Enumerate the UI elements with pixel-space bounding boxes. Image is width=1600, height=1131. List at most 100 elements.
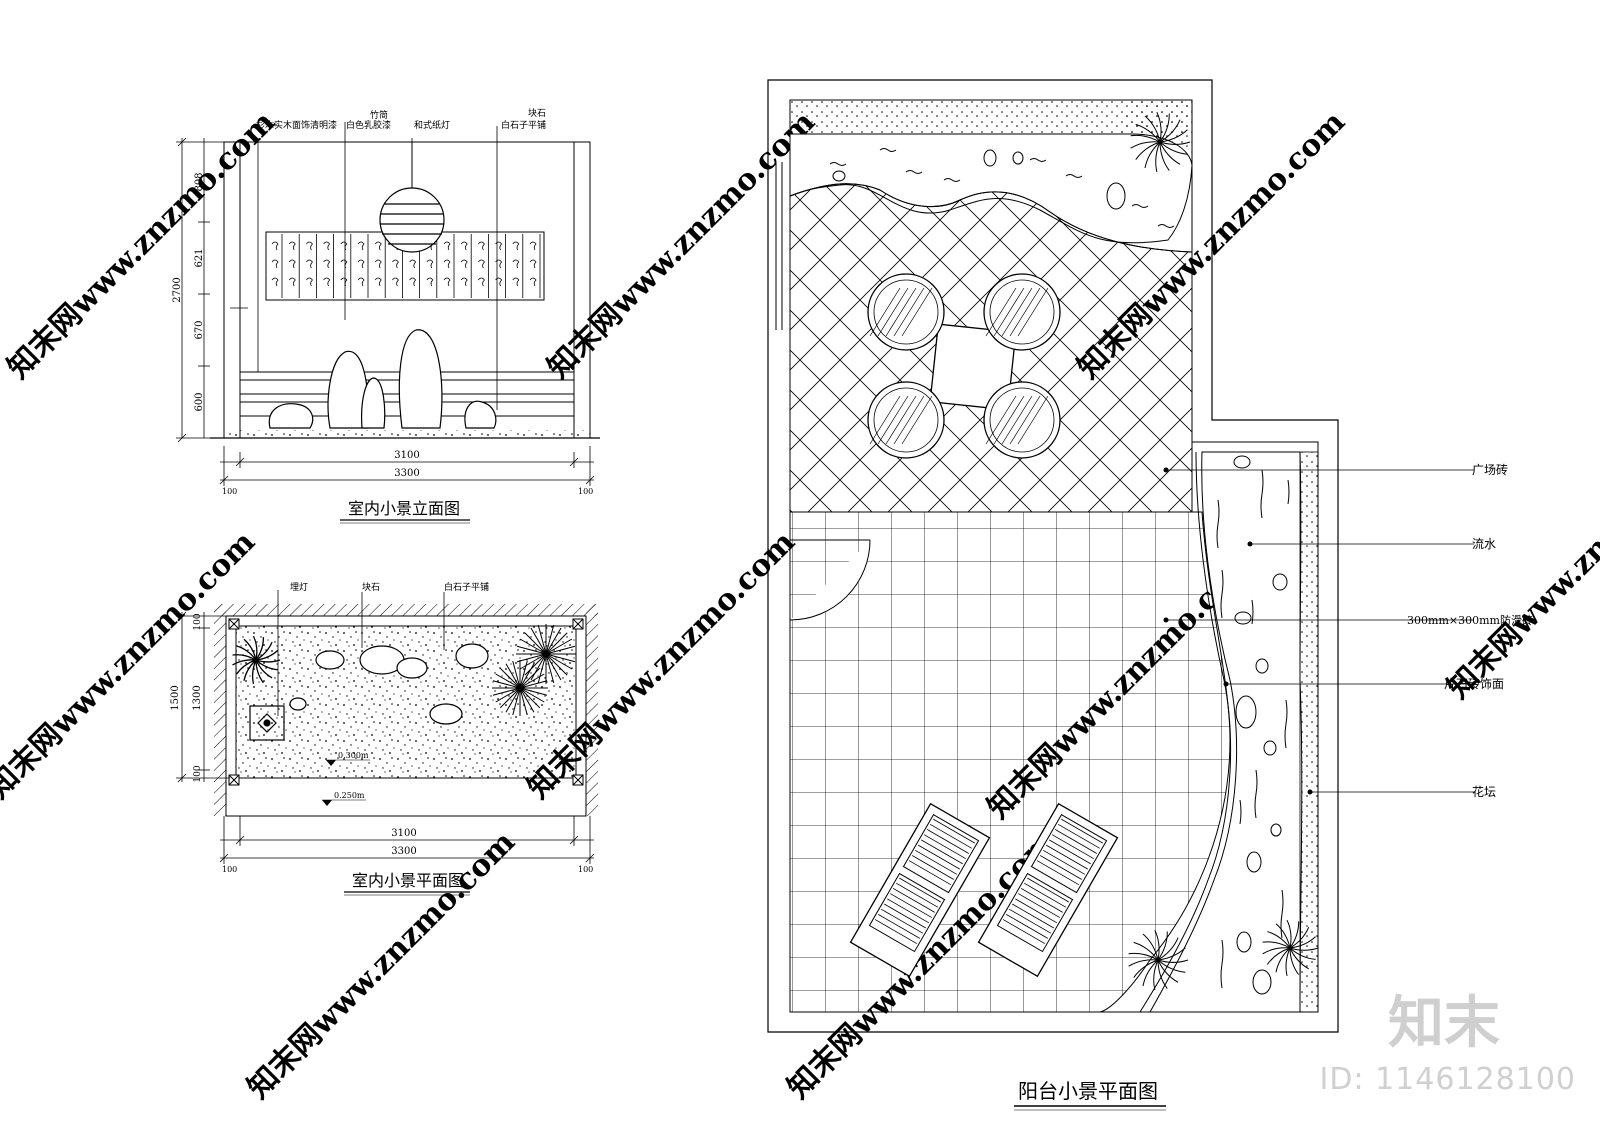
plan-callout-leaders bbox=[277, 590, 445, 716]
lounge-chairs bbox=[849, 802, 1119, 978]
lounge-slat bbox=[1021, 888, 1063, 913]
palm-frond bbox=[519, 638, 547, 655]
door-swing bbox=[789, 539, 871, 621]
shrub-stroke bbox=[1289, 921, 1300, 949]
plan-title: 室内小景平面图 bbox=[352, 871, 464, 890]
balcony-callout-leaders bbox=[1166, 469, 1474, 793]
shrub-stroke bbox=[232, 654, 257, 661]
callout-text: 300mm×300mm防滑砖 bbox=[1407, 613, 1533, 627]
level-label: 0.300m bbox=[338, 751, 369, 760]
bamboo-glyph bbox=[460, 259, 468, 269]
flow-lines bbox=[1216, 469, 1290, 989]
bamboo-glyph bbox=[426, 259, 434, 269]
shrub-stroke bbox=[1142, 959, 1159, 987]
bamboo-glyph bbox=[306, 241, 313, 251]
lounge-slat bbox=[1052, 834, 1094, 860]
shrub-stroke bbox=[1157, 947, 1186, 961]
chair-rim bbox=[873, 387, 939, 453]
bamboo-glyph bbox=[443, 259, 451, 269]
palm-frond bbox=[495, 673, 521, 689]
bamboo-glyph bbox=[374, 277, 382, 287]
wall-hatch-top bbox=[214, 604, 598, 616]
chair-rim bbox=[989, 279, 1055, 345]
shrub-stroke bbox=[1159, 141, 1170, 171]
bamboo-glyph bbox=[478, 241, 485, 251]
dim-label: 3100 bbox=[391, 828, 416, 839]
lounge-back bbox=[902, 813, 980, 894]
chair-slat bbox=[877, 287, 909, 337]
bamboo-glyph bbox=[288, 259, 296, 269]
elevation-callouts: 杉木实木面饰清明漆 竹简 白色乳胶漆 和式纸灯 块石 白石子平铺 bbox=[256, 107, 546, 131]
palm-center bbox=[542, 650, 550, 658]
palm-frond bbox=[505, 663, 521, 689]
bamboo-glyph bbox=[426, 277, 434, 287]
callout-text: 和式纸灯 bbox=[414, 119, 450, 131]
table-set bbox=[867, 273, 1061, 459]
dim-label: 3300 bbox=[394, 468, 419, 479]
bamboo-glyph bbox=[512, 277, 520, 287]
chair-slat bbox=[993, 395, 1025, 445]
shrub-stroke bbox=[1133, 959, 1159, 978]
shrub-stroke bbox=[255, 641, 273, 661]
callout-text: 埋灯 bbox=[290, 582, 308, 593]
chair bbox=[983, 273, 1061, 351]
bamboo-glyph bbox=[357, 277, 365, 287]
palm-frond bbox=[519, 667, 541, 689]
bamboo-glyph bbox=[443, 277, 451, 287]
callout-text: 白石子平铺 bbox=[444, 581, 489, 593]
palm-frond bbox=[512, 660, 521, 689]
palm-frond bbox=[530, 627, 547, 655]
rock-group bbox=[268, 329, 497, 429]
bamboo-glyph bbox=[512, 241, 520, 251]
dim-label: 2700 bbox=[172, 277, 183, 302]
buried-light-symbol bbox=[249, 705, 285, 741]
callout-text: 块石 bbox=[362, 581, 380, 593]
watermark-text: 知末网www.znzmo.com bbox=[1441, 424, 1600, 705]
palm-frond bbox=[545, 653, 562, 681]
dim-label: 808 bbox=[194, 172, 205, 191]
callout-text: 广场砖 bbox=[1472, 462, 1508, 477]
lounge-slat bbox=[927, 829, 969, 854]
lounge-slat bbox=[1043, 849, 1085, 875]
chair-slat bbox=[885, 287, 917, 337]
paper-lantern bbox=[379, 187, 445, 253]
shrub-stroke bbox=[1135, 123, 1161, 143]
chair-slat bbox=[869, 287, 901, 337]
lounge-back bbox=[1030, 813, 1108, 894]
palm-center bbox=[516, 684, 524, 692]
lounge-slat bbox=[921, 839, 963, 865]
callout-text: 白石子平铺 bbox=[501, 119, 546, 131]
lounge-slat bbox=[1012, 903, 1054, 929]
shrub-stroke bbox=[1159, 141, 1191, 145]
callout-leaders bbox=[230, 122, 498, 410]
palm-frond bbox=[519, 663, 535, 689]
plan-frame bbox=[225, 615, 587, 817]
lantern-ribs bbox=[380, 203, 444, 245]
shrub-stroke bbox=[1128, 952, 1159, 961]
chair-slat bbox=[1017, 287, 1049, 337]
wall-hatch-right bbox=[586, 604, 598, 816]
shrub-stroke bbox=[255, 649, 279, 661]
watermark-text: 知末网www.znzmo.com bbox=[541, 104, 822, 385]
lounge-slat bbox=[1061, 818, 1103, 844]
bamboo-glyph bbox=[288, 241, 296, 251]
palm-frond bbox=[519, 687, 541, 709]
channel-stones bbox=[1233, 455, 1288, 995]
shrub-stroke bbox=[1156, 111, 1162, 143]
lounge-slat bbox=[1049, 839, 1091, 865]
palm-frond bbox=[545, 653, 576, 663]
shrub-stroke bbox=[251, 659, 257, 685]
level-label: 0.250m bbox=[334, 791, 365, 800]
shrub-stroke bbox=[1155, 141, 1161, 172]
shrub-stroke bbox=[1275, 923, 1291, 949]
bamboo-glyph bbox=[529, 259, 537, 269]
horizontal-dimension bbox=[219, 446, 595, 486]
planter-strip bbox=[1299, 451, 1319, 1013]
callout-text: 白色乳胶漆 bbox=[346, 119, 391, 131]
leader-dots bbox=[1163, 467, 1313, 795]
indoor-plan-drawing: 埋灯 块石 白石子平铺 0.300m 0.250m 100 1300 100 1… bbox=[170, 581, 598, 896]
chair-slat bbox=[877, 395, 909, 445]
dim-label: 100 bbox=[222, 865, 237, 874]
dim-label: 3100 bbox=[394, 450, 419, 461]
